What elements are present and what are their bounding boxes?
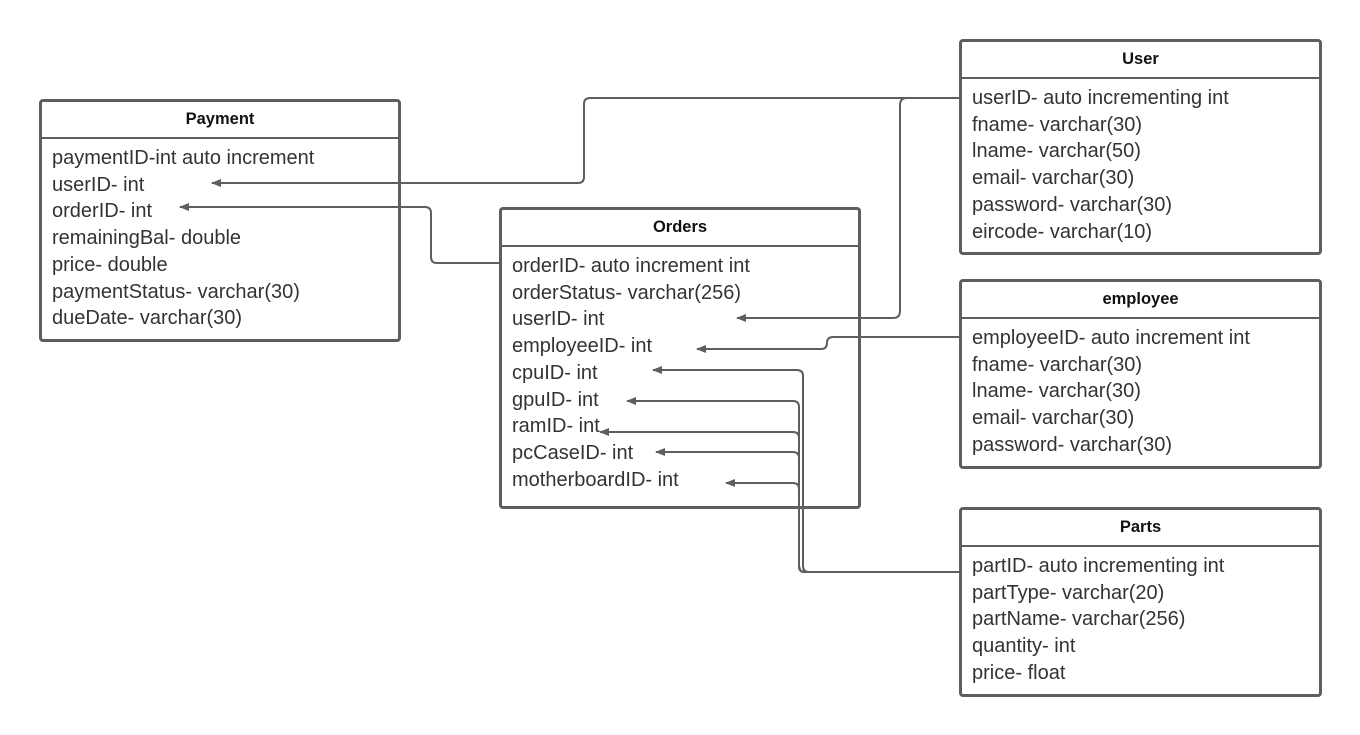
user-field-lname: lname- varchar(50) bbox=[972, 140, 1141, 163]
user-field-password: password- varchar(30) bbox=[972, 193, 1173, 216]
employee-field-employeeid: employeeID- auto increment int bbox=[972, 327, 1250, 349]
employee-field-lname: lname- varchar(30) bbox=[972, 380, 1141, 403]
parts-entity[interactable]: Parts partID- auto incrementing int part… bbox=[959, 507, 1322, 697]
employee-field-password: password- varchar(30) bbox=[972, 433, 1173, 456]
employee-field-list: employeeID- auto increment int fname- va… bbox=[962, 319, 1319, 459]
orders-field-motherboardid: motherboardID- int bbox=[512, 468, 679, 491]
orders-field-employeeid: employeeID- int bbox=[512, 335, 653, 358]
parts-field-parttype: partType- varchar(20) bbox=[972, 581, 1165, 604]
payment-field-paymentid: paymentID-int auto increment bbox=[52, 147, 315, 169]
employee-entity-title: employee bbox=[962, 282, 1319, 319]
employee-entity[interactable]: employee employeeID- auto increment int … bbox=[959, 279, 1322, 469]
user-entity-title: User bbox=[962, 42, 1319, 79]
employee-field-email: email- varchar(30) bbox=[972, 407, 1135, 430]
orders-entity-title: Orders bbox=[502, 210, 858, 247]
orders-field-ramid: ramID- int bbox=[512, 415, 600, 438]
parts-entity-title: Parts bbox=[962, 510, 1319, 547]
orders-field-cpuid: cpuID- int bbox=[512, 361, 598, 384]
orders-field-list: orderID- auto increment int orderStatus-… bbox=[502, 247, 858, 493]
parts-field-quantity: quantity- int bbox=[972, 635, 1076, 658]
employee-field-fname: fname- varchar(30) bbox=[972, 353, 1143, 376]
orders-field-pccaseid: pcCaseID- int bbox=[512, 441, 634, 464]
payment-entity-title: Payment bbox=[42, 102, 398, 139]
orders-field-orderid: orderID- auto increment int bbox=[512, 255, 750, 277]
parts-field-partid: partID- auto incrementing int bbox=[972, 555, 1225, 577]
parts-field-price: price- float bbox=[972, 661, 1066, 684]
user-entity[interactable]: User userID- auto incrementing int fname… bbox=[959, 39, 1322, 255]
orders-field-gpuid: gpuID- int bbox=[512, 388, 599, 411]
orders-entity[interactable]: Orders orderID- auto increment int order… bbox=[499, 207, 861, 509]
user-field-fname: fname- varchar(30) bbox=[972, 113, 1143, 136]
payment-field-userid: userID- int bbox=[52, 173, 145, 196]
payment-field-duedate: dueDate- varchar(30) bbox=[52, 307, 243, 330]
payment-field-orderid: orderID- int bbox=[52, 200, 153, 223]
orders-field-orderstatus: orderStatus- varchar(256) bbox=[512, 281, 741, 304]
user-field-email: email- varchar(30) bbox=[972, 167, 1135, 190]
user-field-userid: userID- auto incrementing int bbox=[972, 87, 1229, 109]
payment-field-list: paymentID-int auto increment userID- int… bbox=[42, 139, 398, 332]
payment-entity[interactable]: Payment paymentID-int auto increment use… bbox=[39, 99, 401, 342]
parts-field-list: partID- auto incrementing int partType- … bbox=[962, 547, 1319, 687]
payment-field-paymentstatus: paymentStatus- varchar(30) bbox=[52, 280, 300, 303]
user-field-list: userID- auto incrementing int fname- var… bbox=[962, 79, 1319, 245]
payment-field-price: price- double bbox=[52, 253, 168, 276]
user-field-eircode: eircode- varchar(10) bbox=[972, 220, 1153, 243]
parts-field-partname: partName- varchar(256) bbox=[972, 608, 1186, 631]
payment-field-remainingbal: remainingBal- double bbox=[52, 227, 242, 250]
orders-field-userid: userID- int bbox=[512, 308, 605, 331]
